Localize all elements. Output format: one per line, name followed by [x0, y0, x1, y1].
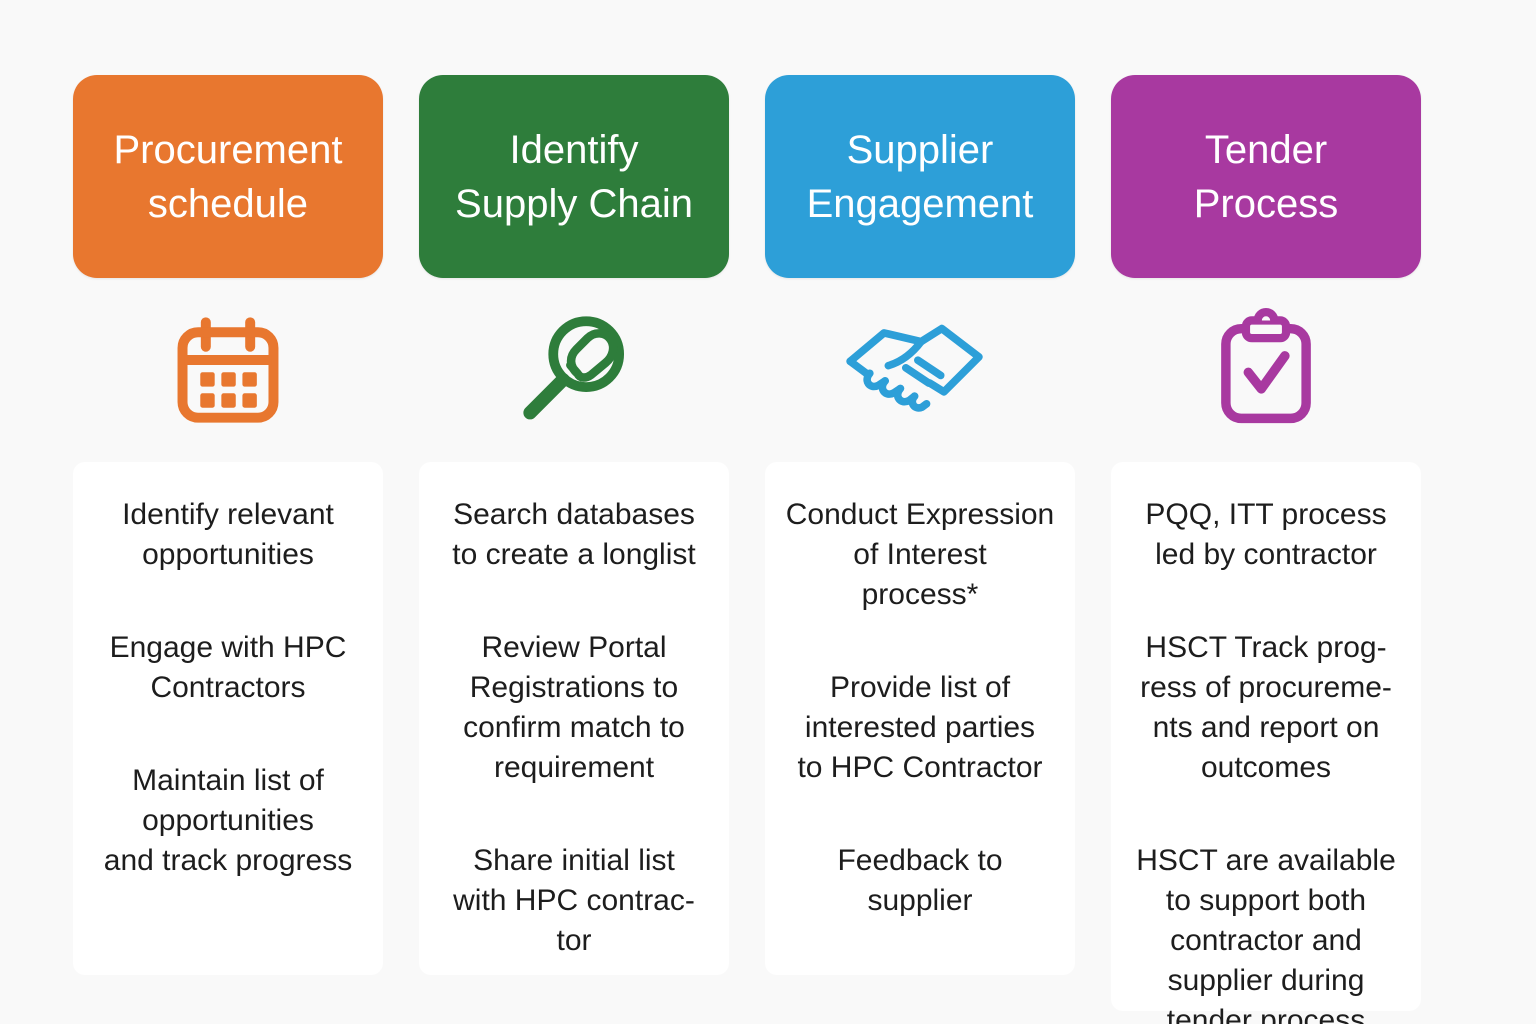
list-item: PQQ, ITT process led by contractor — [1145, 498, 1387, 571]
list-item: Feedback to supplier — [837, 844, 1003, 917]
procurement-schedule-header: Procurement schedule — [73, 75, 383, 278]
list-item: Conduct Expression of Interest process* — [785, 498, 1055, 611]
list-item: Review Portal Registrations to confirm m… — [463, 631, 685, 784]
handshake-icon — [765, 278, 1075, 462]
list-item: Maintain list of opportunities and track… — [103, 764, 353, 877]
column-tender-process: Tender Process PQQ, ITT process led by c… — [1111, 75, 1421, 1024]
list-item: Provide list of interested parties to HP… — [797, 671, 1043, 784]
identify-supply-chain-panel: Search databases to create a longlist Re… — [419, 462, 729, 975]
identify-supply-chain-header: Identify Supply Chain — [419, 75, 729, 278]
magnifier-icon — [419, 278, 729, 462]
list-item: Engage with HPC Contractors — [109, 631, 347, 704]
calendar-icon — [73, 278, 383, 462]
list-item: Share initial list with HPC contrac- tor — [453, 844, 695, 957]
list-item: Search databases to create a longlist — [452, 498, 696, 571]
list-item: Identify relevant opportunities — [122, 498, 334, 571]
column-identify-supply-chain: Identify Supply Chain Search databases t… — [419, 75, 729, 1011]
procurement-schedule-panel: Identify relevant opportunities Engage w… — [73, 462, 383, 975]
supplier-engagement-header: Supplier Engagement — [765, 75, 1075, 278]
list-item: HSCT are available to support both contr… — [1136, 844, 1396, 1024]
tender-process-header: Tender Process — [1111, 75, 1421, 278]
column-supplier-engagement: Supplier Engagement Conduct Expression o… — [765, 75, 1075, 1011]
supplier-engagement-panel: Conduct Expression of Interest process* … — [765, 462, 1075, 975]
column-procurement-schedule: Procurement schedule Identify relevant o… — [73, 75, 383, 1011]
clipboard-check-icon — [1111, 278, 1421, 462]
tender-process-panel: PQQ, ITT process led by contractor HSCT … — [1111, 462, 1421, 1024]
list-item: HSCT Track prog- ress of procureme- nts … — [1140, 631, 1392, 784]
